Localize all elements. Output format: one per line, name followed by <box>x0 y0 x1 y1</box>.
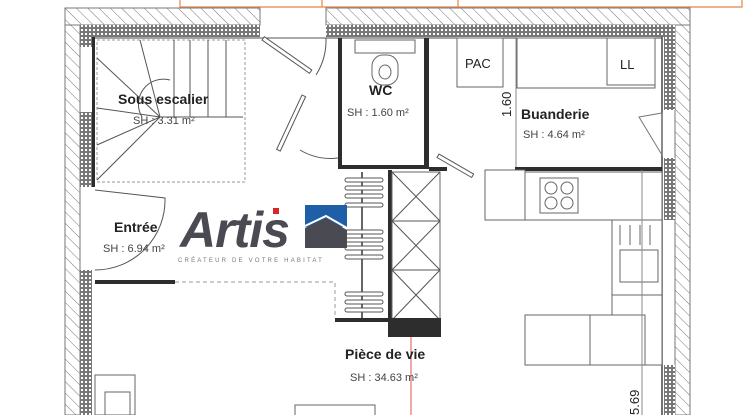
room-area-sous-escalier: SH : 3.31 m² <box>133 115 195 127</box>
entrance-door <box>260 36 327 76</box>
coat-rack <box>344 177 384 313</box>
room-name-piece-de-vie: Pièce de vie <box>345 346 425 362</box>
buanderie-room <box>429 37 663 179</box>
orange-property-lines <box>179 0 743 8</box>
room-name-wc: WC <box>369 82 392 98</box>
hanger <box>344 193 384 199</box>
pac-label: PAC <box>465 56 491 71</box>
artis-logo: Artis CRÉATEUR DE VOTRE HABITAT <box>178 202 348 264</box>
hanger <box>344 299 384 305</box>
hanger <box>344 202 384 208</box>
dimension-1-60: 1.60 <box>499 92 514 117</box>
room-area-piece-de-vie: SH : 34.63 m² <box>350 372 418 384</box>
hanger <box>344 177 384 183</box>
hanger <box>344 245 384 251</box>
hanger <box>344 307 384 313</box>
kitchen <box>484 169 663 415</box>
logo-tagline: CRÉATEUR DE VOTRE HABITAT <box>178 257 324 264</box>
hanger <box>344 254 384 260</box>
room-area-entree: SH : 6.94 m² <box>103 243 165 255</box>
dimension-5-69: 5.69 <box>627 390 642 415</box>
room-name-entree: Entrée <box>114 219 158 235</box>
outer-walls <box>64 7 691 415</box>
room-name-sous-escalier: Sous escalier <box>118 91 209 107</box>
room-name-buanderie: Buanderie <box>521 106 590 122</box>
storage-cabinet <box>335 170 441 337</box>
room-area-wc: SH : 1.60 m² <box>347 107 409 119</box>
wc-room <box>275 38 429 169</box>
hanger <box>344 229 384 235</box>
hanger <box>344 291 384 297</box>
staircase <box>96 39 246 183</box>
svg-text:Artis: Artis <box>178 202 289 258</box>
entree-wall <box>94 189 376 415</box>
hanger <box>344 185 384 191</box>
hanger <box>344 237 384 243</box>
ll-label: LL <box>620 57 634 72</box>
room-area-buanderie: SH : 4.64 m² <box>523 129 585 141</box>
